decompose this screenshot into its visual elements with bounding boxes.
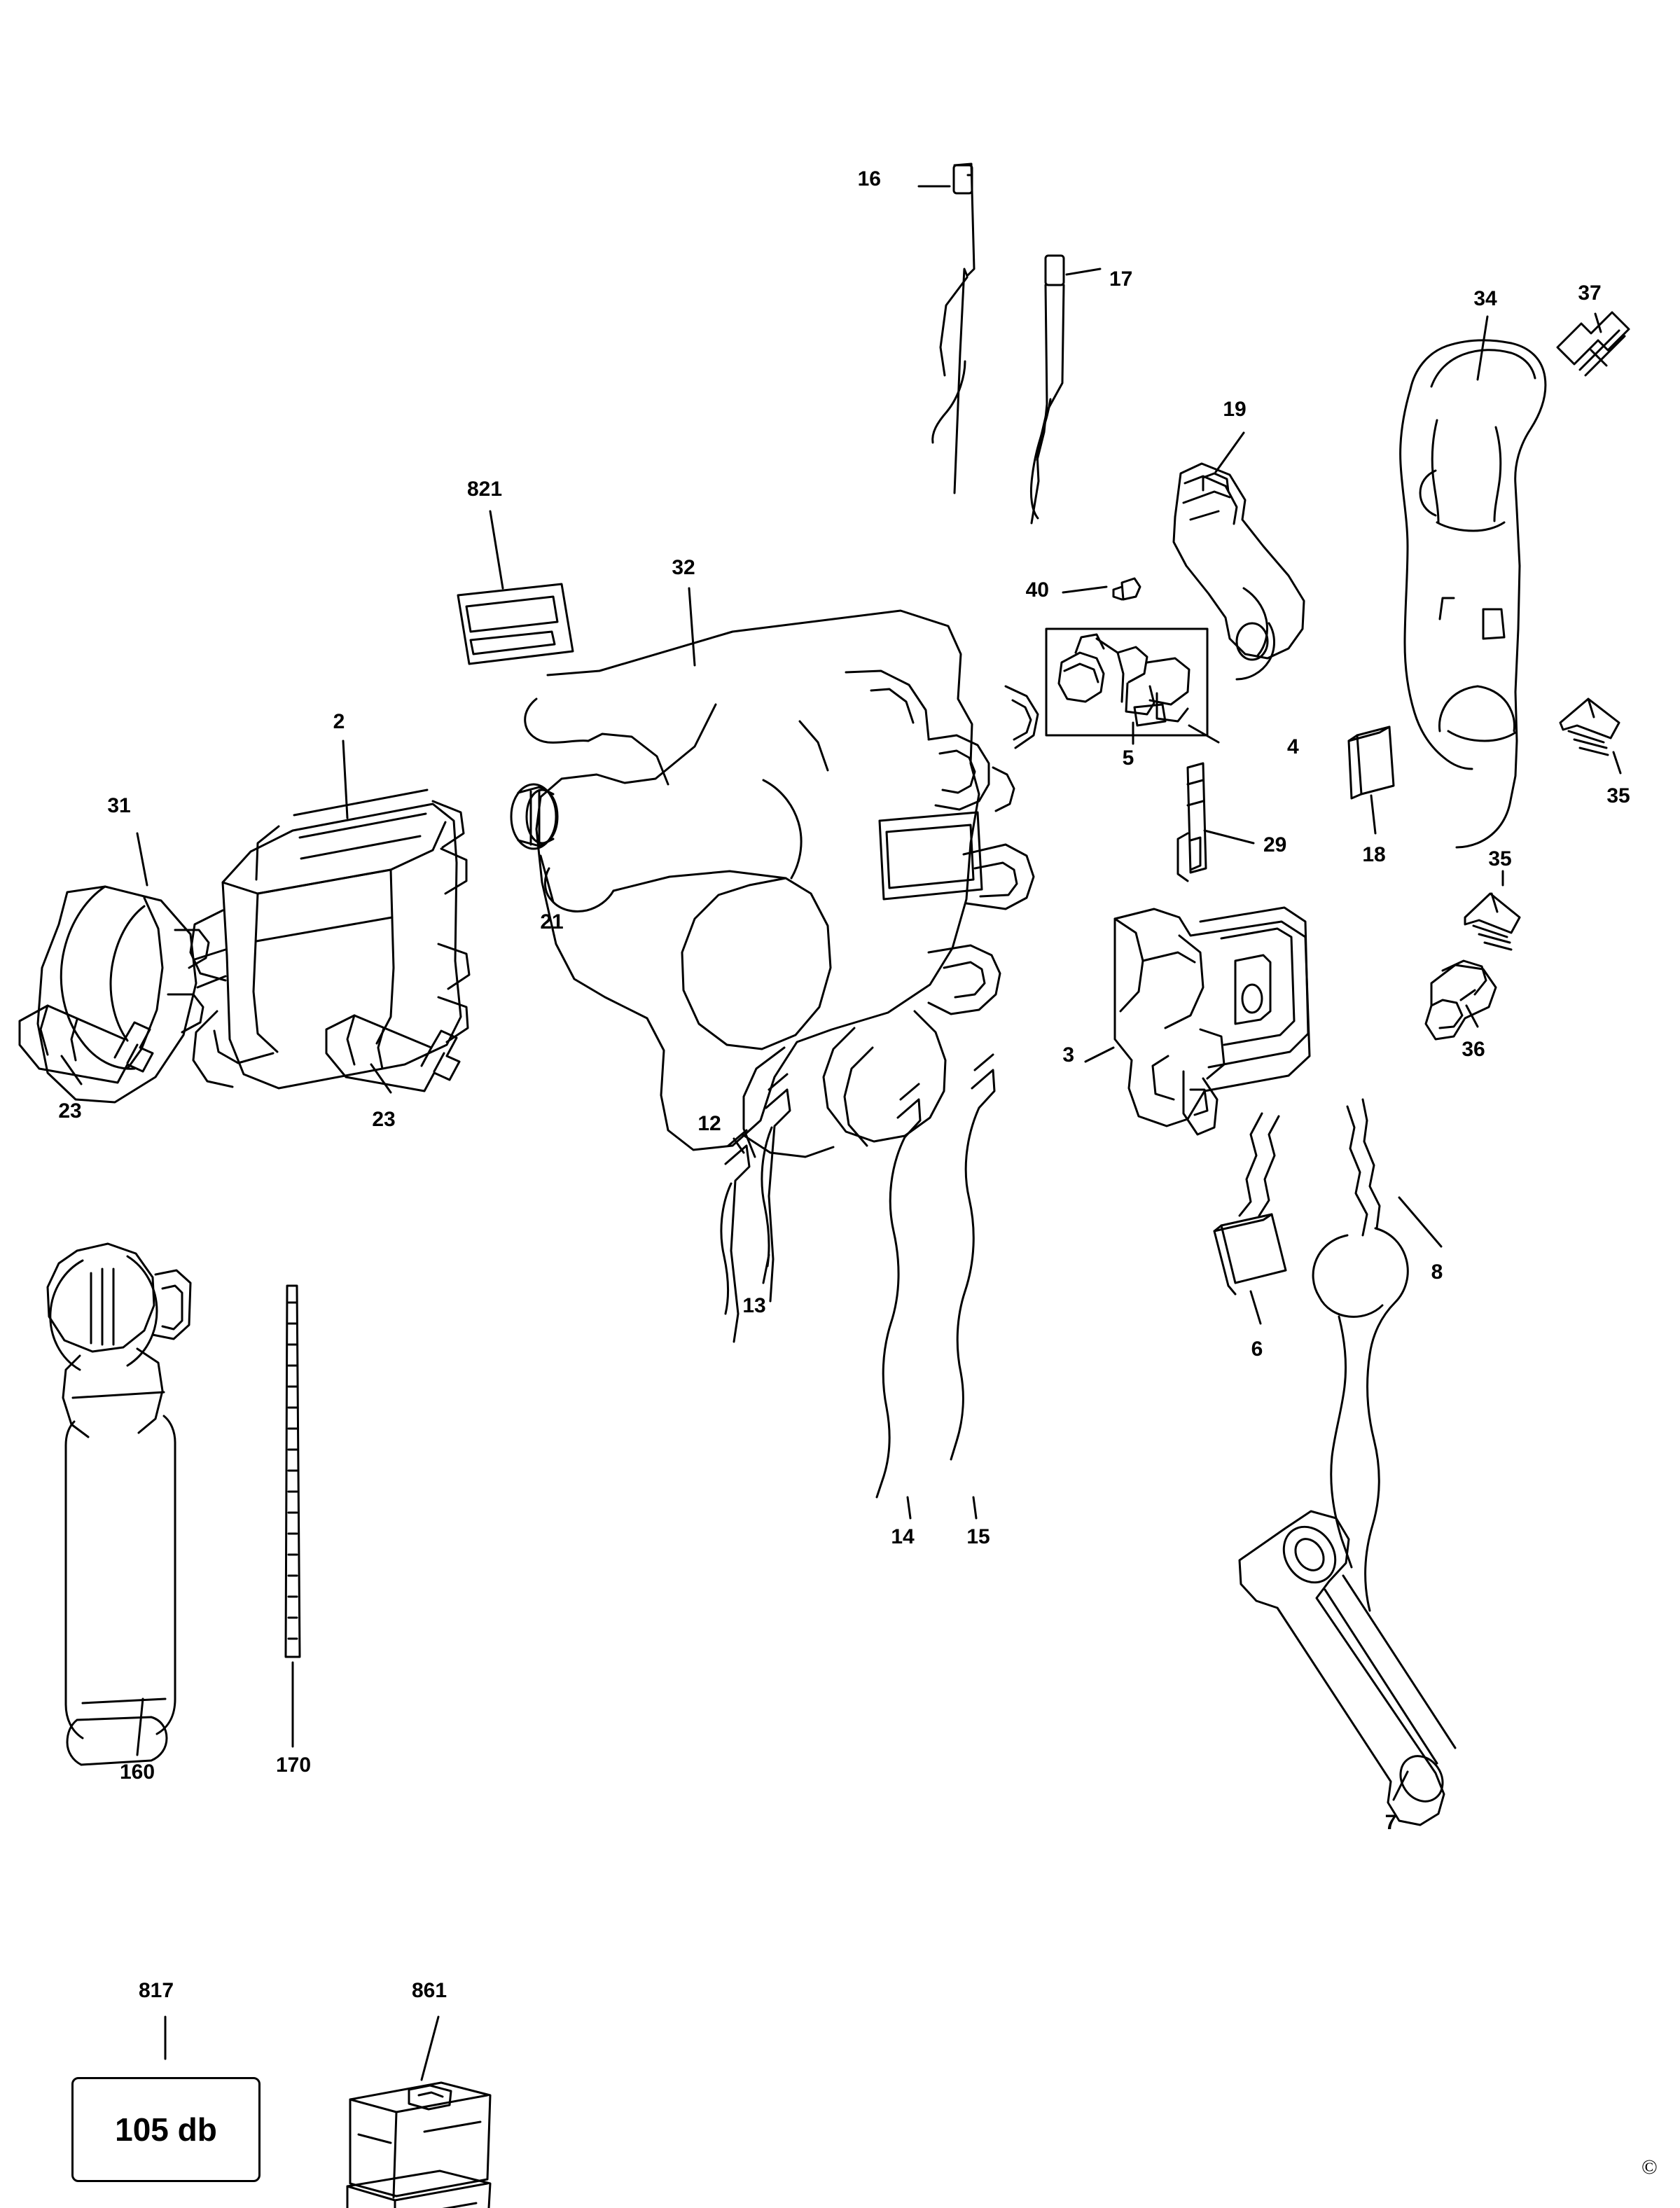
callout-6: 6 bbox=[1251, 1338, 1263, 1361]
callout-5: 5 bbox=[1122, 747, 1134, 770]
callout-19: 19 bbox=[1223, 398, 1247, 421]
part-32-motor-housing bbox=[524, 609, 1039, 1158]
part-8-power-cord bbox=[1312, 1098, 1409, 1612]
callout-170: 170 bbox=[275, 1754, 312, 1777]
callout-34: 34 bbox=[1473, 287, 1497, 310]
callout-32: 32 bbox=[672, 556, 695, 579]
part-29-terminal-strip bbox=[1176, 762, 1207, 882]
callout-18: 18 bbox=[1362, 843, 1386, 866]
callout-36: 36 bbox=[1462, 1038, 1485, 1061]
callout-23-right: 23 bbox=[372, 1108, 396, 1131]
part-34-handle-cover bbox=[1399, 339, 1547, 849]
callout-23-left: 23 bbox=[58, 1099, 82, 1123]
part-40-screw bbox=[1112, 577, 1141, 601]
part-35-screw-lower bbox=[1464, 892, 1521, 951]
callout-35-upper: 35 bbox=[1606, 784, 1630, 807]
callout-821: 821 bbox=[466, 478, 503, 501]
part-861-kit-box bbox=[346, 2081, 492, 2208]
part-2-field-assembly bbox=[189, 789, 471, 1090]
part-821-nameplate bbox=[457, 583, 574, 665]
part-35-screw-upper bbox=[1559, 697, 1620, 756]
part-14-lead-wire bbox=[875, 1083, 922, 1499]
callout-4: 4 bbox=[1287, 735, 1299, 758]
callout-29: 29 bbox=[1263, 833, 1287, 856]
callout-13: 13 bbox=[742, 1294, 766, 1317]
callout-35-lower: 35 bbox=[1488, 847, 1512, 870]
part-18-capacitor bbox=[1347, 725, 1395, 800]
callout-16: 16 bbox=[857, 167, 881, 190]
callout-2: 2 bbox=[333, 710, 345, 733]
part-7-side-handle-bar bbox=[1238, 1510, 1457, 1826]
callout-7: 7 bbox=[1384, 1811, 1397, 1834]
part-5-brush-holder bbox=[1057, 633, 1190, 727]
part-37-screw bbox=[1556, 311, 1630, 377]
part-170-depth-rod bbox=[284, 1284, 301, 1658]
callout-3: 3 bbox=[1062, 1043, 1074, 1067]
callout-17: 17 bbox=[1109, 268, 1133, 291]
callout-31: 31 bbox=[107, 794, 131, 817]
part-16-lead-wire bbox=[931, 162, 976, 494]
part-13-lead-wire bbox=[761, 1073, 791, 1303]
noise-rating-label: 105 db bbox=[71, 2077, 261, 2182]
part-21-bearing bbox=[510, 783, 559, 850]
callout-14: 14 bbox=[891, 1525, 915, 1548]
callout-160: 160 bbox=[119, 1761, 155, 1784]
part-36-strain-relief bbox=[1424, 959, 1497, 1041]
part-6-carbon-brush bbox=[1213, 1112, 1287, 1296]
callout-21: 21 bbox=[540, 910, 564, 933]
callout-37: 37 bbox=[1578, 282, 1602, 305]
part-17-lead-wire bbox=[1029, 254, 1065, 525]
part-19-cord-guard-bracket bbox=[1172, 462, 1305, 681]
callout-12: 12 bbox=[697, 1112, 721, 1135]
part-3-switch-assembly bbox=[1113, 906, 1311, 1136]
part-23-screw-left bbox=[18, 1004, 154, 1084]
part-4-brush-holder-set bbox=[1045, 627, 1209, 737]
part-160-side-handle bbox=[46, 1242, 192, 1766]
part-31-baffle bbox=[36, 885, 210, 1104]
copyright-mark: © bbox=[1641, 2155, 1658, 2179]
callout-861: 861 bbox=[411, 1979, 447, 2002]
part-23-screw-right bbox=[325, 1014, 461, 1092]
noise-rating-text: 105 db bbox=[115, 2111, 217, 2148]
callout-8: 8 bbox=[1431, 1261, 1443, 1284]
callout-40: 40 bbox=[1025, 578, 1049, 602]
part-15-lead-wire bbox=[950, 1053, 996, 1461]
callout-817: 817 bbox=[138, 1979, 174, 2002]
callout-15: 15 bbox=[966, 1525, 990, 1548]
